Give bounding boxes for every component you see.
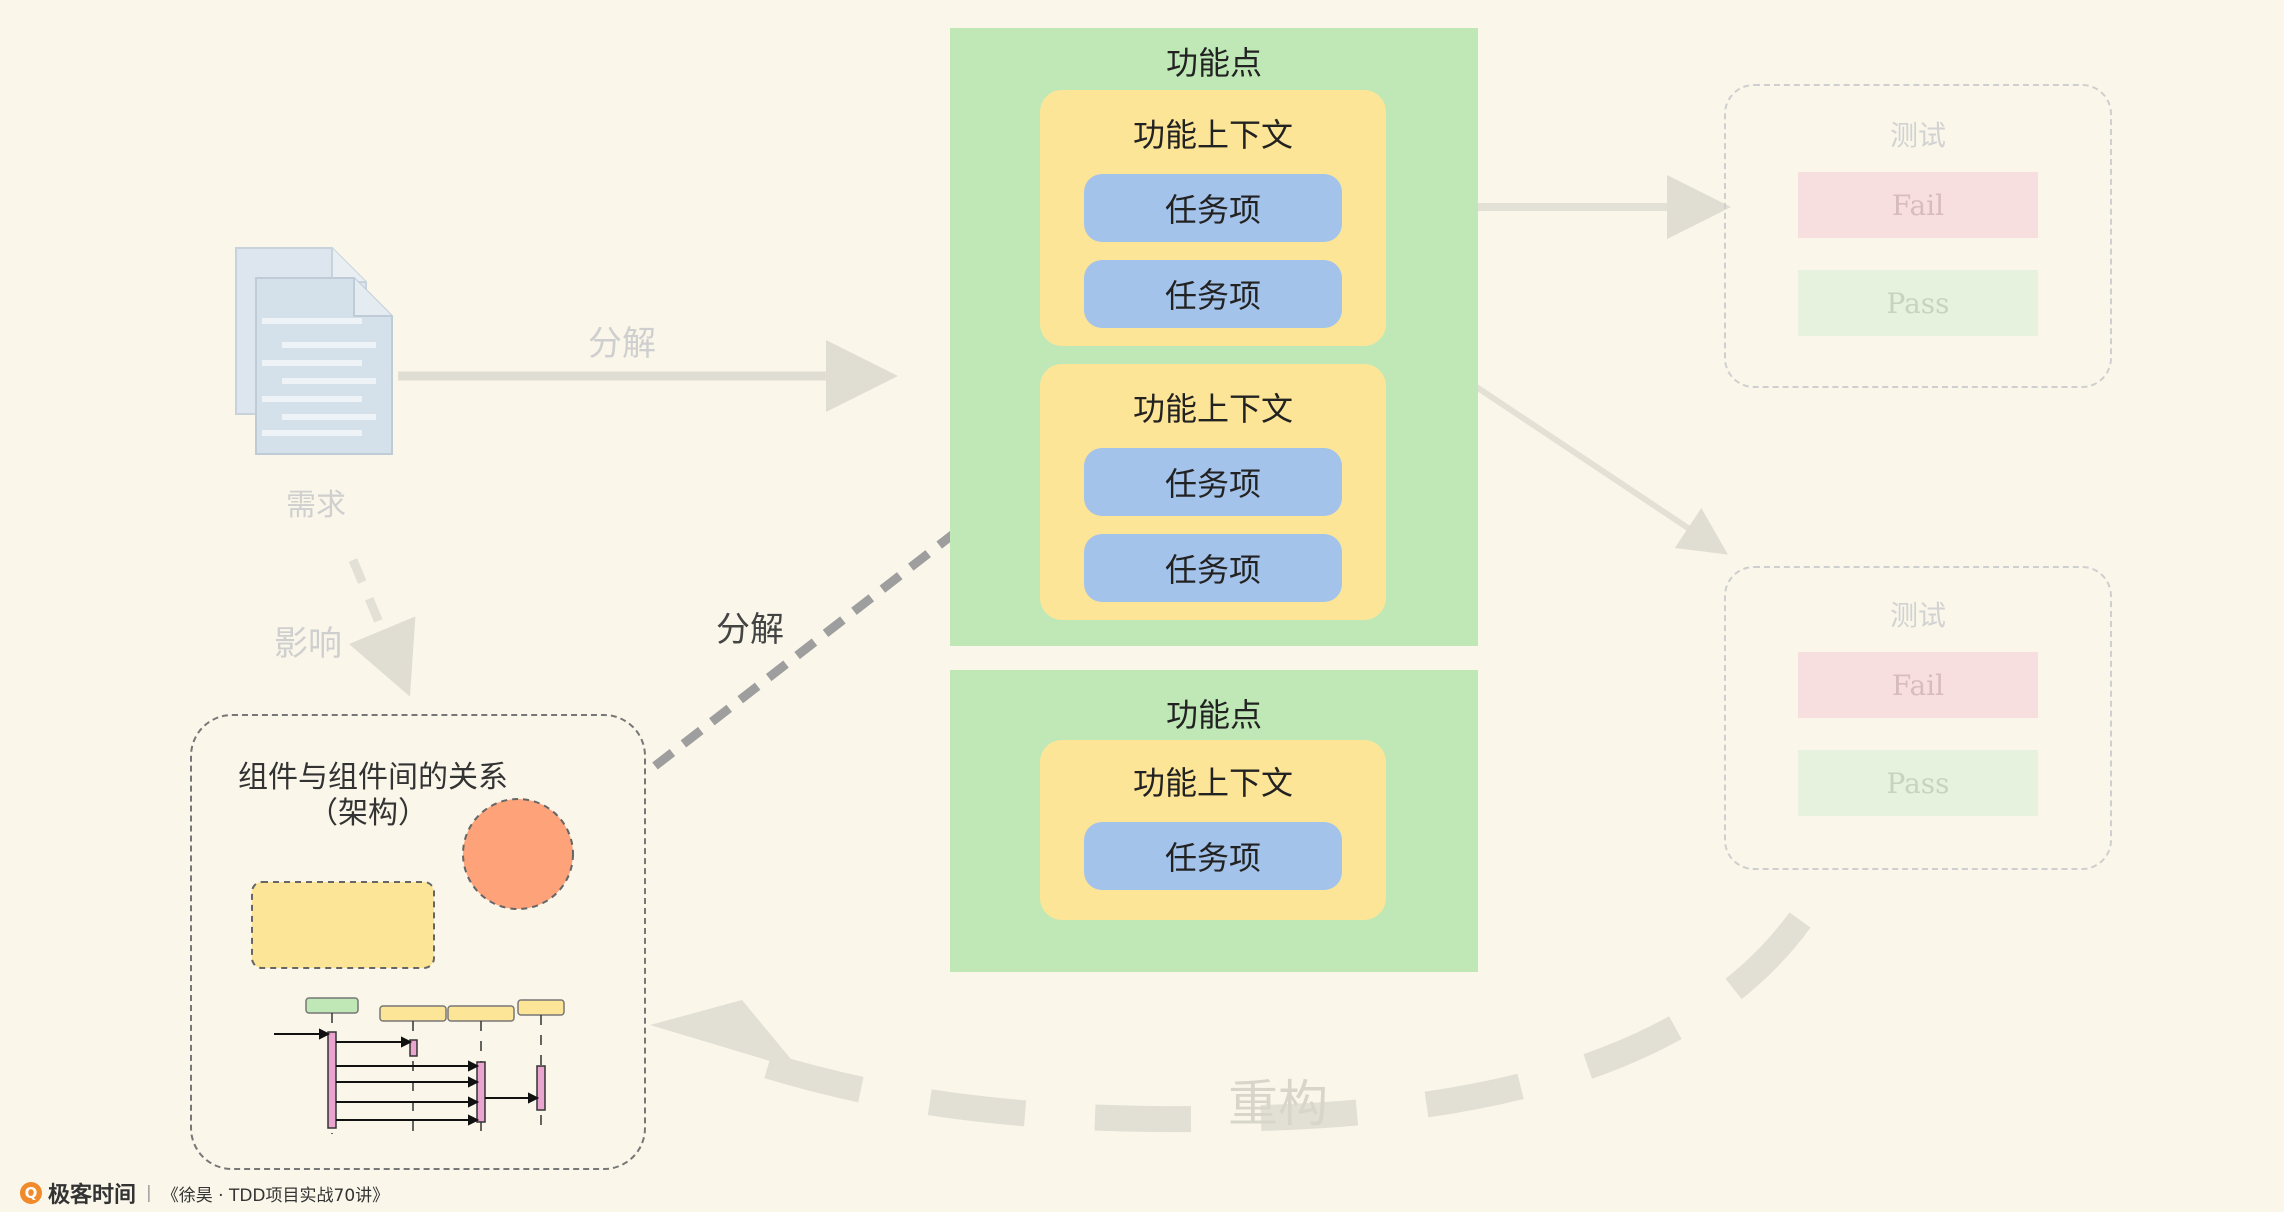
- task-item: 任务项: [1084, 534, 1342, 602]
- feature-context: 功能上下文 任务项 任务项: [1040, 90, 1386, 346]
- activation-bar: [476, 1061, 486, 1123]
- fail-state: Fail: [1798, 172, 2038, 238]
- feature-context-title: 功能上下文: [1132, 764, 1293, 802]
- activation-bar: [409, 1039, 418, 1057]
- refactor-label: 重构: [1228, 1075, 1328, 1133]
- architecture-box: 组件与组件间的关系 （架构）: [190, 714, 646, 1170]
- activation-bar: [327, 1031, 337, 1129]
- task-item: 任务项: [1084, 448, 1342, 516]
- activation-bar: [536, 1065, 546, 1111]
- fail-state: Fail: [1798, 652, 2038, 718]
- architecture-subtitle: （架构）: [308, 796, 428, 831]
- sequence-header: [379, 1005, 447, 1022]
- requirement-label: 需求: [286, 488, 346, 523]
- test-box-1: 测试 Fail Pass: [1724, 84, 2112, 388]
- refactor-arrowhead: [650, 1000, 800, 1070]
- task-item: 任务项: [1084, 822, 1342, 890]
- sequence-header: [305, 997, 359, 1014]
- document-icon: [235, 247, 393, 455]
- feature-context: 功能上下文 任务项 任务项: [1040, 364, 1386, 620]
- task-item: 任务项: [1084, 260, 1342, 328]
- test-title: 测试: [1889, 599, 1946, 632]
- feature-point-title: 功能点: [1165, 44, 1262, 82]
- architecture-illustration: [251, 798, 574, 1134]
- footer-separator: |: [146, 1183, 152, 1203]
- component-rect: [251, 881, 435, 969]
- architecture-title: 组件与组件间的关系: [238, 760, 508, 795]
- feature-point-1: 功能点 功能上下文 任务项 任务项 功能上下文 任务项 任务项: [950, 28, 1478, 646]
- sequence-header: [447, 1005, 515, 1022]
- influence-label: 影响: [274, 624, 342, 664]
- brand-name: 极客时间: [48, 1183, 137, 1208]
- pass-state: Pass: [1798, 750, 2038, 816]
- test-box-2: 测试 Fail Pass: [1724, 566, 2112, 870]
- feature-point-2: 功能点 功能上下文 任务项: [950, 670, 1478, 972]
- geektime-logo-icon: Q: [20, 1182, 42, 1204]
- feature-point-title: 功能点: [1165, 696, 1262, 734]
- course-name: 《徐昊 · TDD项目实战70讲》: [161, 1185, 390, 1206]
- influence-arrow: [348, 558, 416, 697]
- feature-context: 功能上下文 任务项: [1040, 740, 1386, 920]
- feature-context-title: 功能上下文: [1132, 116, 1293, 154]
- component-circle: [462, 798, 574, 910]
- sequence-header: [517, 999, 565, 1016]
- test-title: 测试: [1889, 119, 1946, 152]
- refactor-arc: [700, 912, 1811, 1133]
- task-item: 任务项: [1084, 174, 1342, 242]
- feature-context-title: 功能上下文: [1132, 390, 1293, 428]
- pass-state: Pass: [1798, 270, 2038, 336]
- decompose-label-top: 分解: [588, 324, 656, 364]
- footer-watermark: Q 极客时间 | 《徐昊 · TDD项目实战70讲》: [20, 1180, 390, 1208]
- decompose-label-mid: 分解: [716, 610, 784, 650]
